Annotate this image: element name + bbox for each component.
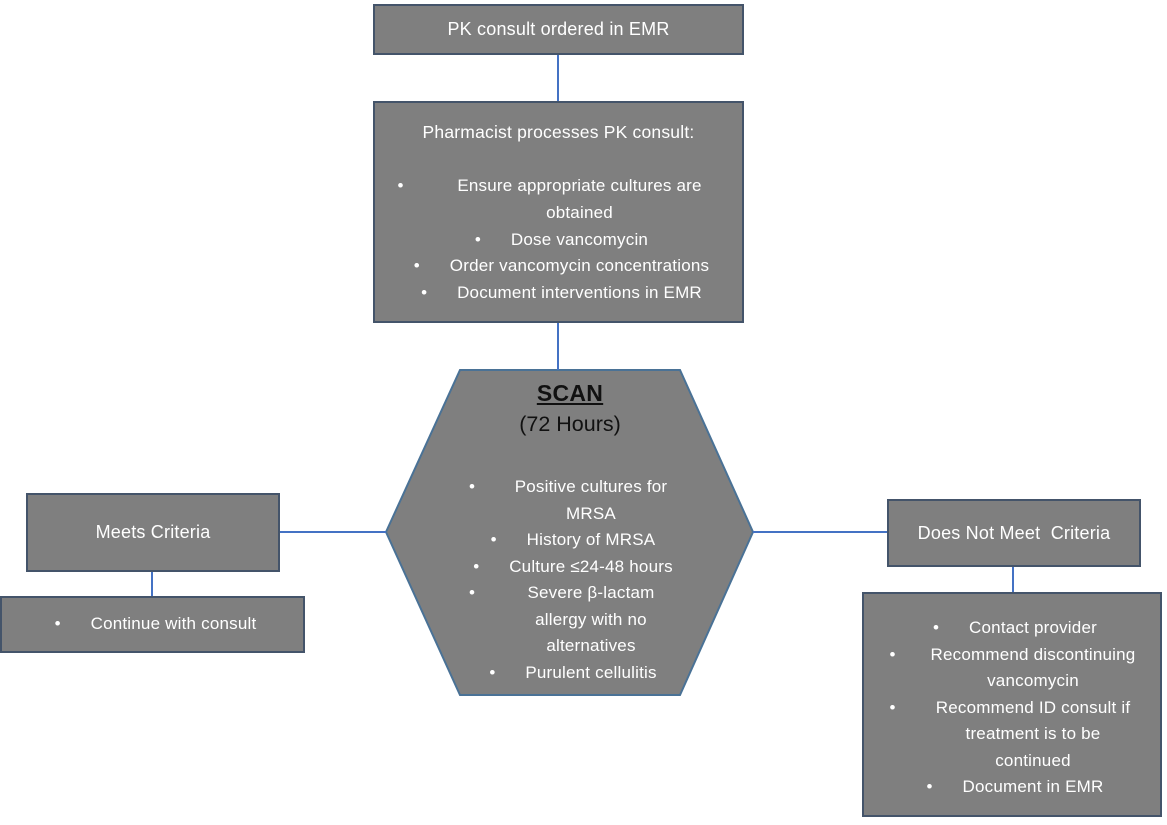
connector-hexagon-to-meets	[280, 531, 386, 533]
list-item: • Contact provider	[864, 615, 1160, 642]
start-box: PK consult ordered in EMR	[373, 4, 744, 55]
bullet-text: Severe β-lactam allergy with no alternat…	[527, 583, 655, 655]
list-item: • Continue with consult	[2, 611, 303, 638]
list-item: • Culture ≤24-48 hours	[444, 554, 696, 581]
bullet-icon: •	[413, 256, 420, 276]
bullet-icon: •	[421, 283, 428, 303]
process-box-title: Pharmacist processes PK consult:	[422, 122, 695, 142]
scan-subtitle: (72 Hours)	[519, 412, 621, 436]
bullet-text: Continue with consult	[90, 614, 257, 634]
bullet-text: Purulent cellulitis	[525, 662, 657, 682]
process-bullet-list: • Ensure appropriate cultures are obtain…	[375, 173, 742, 307]
bullet-text: Ensure appropriate cultures are obtained	[457, 176, 702, 222]
bullet-icon: •	[54, 614, 61, 634]
meets-criteria-label: Meets Criteria	[95, 522, 211, 542]
meets-criteria-box: Meets Criteria	[26, 493, 280, 572]
process-box: Pharmacist processes PK consult: • Ensur…	[373, 101, 744, 323]
connector-process-to-hexagon	[557, 323, 559, 370]
list-item: • History of MRSA	[444, 527, 696, 554]
list-item: • Recommend discontinuing vancomycin	[864, 642, 1160, 695]
bullet-text: Recommend discontinuing vancomycin	[930, 644, 1136, 691]
bullet-text: History of MRSA	[526, 530, 656, 549]
start-box-label: PK consult ordered in EMR	[447, 19, 670, 39]
list-item: • Severe β-lactam allergy with no altern…	[444, 580, 696, 660]
connector-hexagon-to-notmeet	[753, 531, 887, 533]
list-item: • Document in EMR	[864, 774, 1160, 801]
continue-bullet-list: • Continue with consult	[2, 611, 303, 638]
list-item: • Purulent cellulitis	[444, 660, 696, 687]
list-item: • Order vancomycin concentrations	[375, 253, 742, 280]
bullet-text: Document interventions in EMR	[457, 283, 702, 303]
list-item: • Recommend ID consult if treatment is t…	[864, 695, 1160, 775]
connector-notmeet-to-actions	[1012, 567, 1014, 592]
scan-title: SCAN	[536, 380, 604, 406]
actions-box: • Contact provider • Recommend discontin…	[862, 592, 1162, 817]
does-not-meet-criteria-box: Does Not Meet Criteria	[887, 499, 1141, 567]
scan-hexagon-content: SCAN (72 Hours) • Positive cultures for …	[444, 377, 696, 686]
actions-bullet-list: • Contact provider • Recommend discontin…	[864, 615, 1160, 801]
bullet-text: Order vancomycin concentrations	[449, 256, 710, 276]
bullet-icon: •	[469, 477, 476, 496]
list-item: • Positive cultures for MRSA	[444, 474, 696, 527]
bullet-icon: •	[926, 777, 933, 796]
bullet-icon: •	[469, 583, 476, 602]
bullet-text: Positive cultures for MRSA	[514, 477, 668, 523]
bullet-icon: •	[474, 229, 482, 249]
bullet-text: Contact provider	[969, 618, 1097, 637]
list-item: • Document interventions in EMR	[375, 280, 742, 307]
continue-box: • Continue with consult	[0, 596, 305, 653]
bullet-icon: •	[490, 530, 497, 549]
bullet-text: Culture ≤24-48 hours	[509, 556, 673, 576]
connector-meets-to-continue	[151, 572, 153, 596]
bullet-icon: •	[489, 662, 496, 682]
connector-start-to-process	[557, 55, 559, 101]
bullet-icon: •	[889, 697, 896, 717]
bullet-icon: •	[473, 556, 480, 576]
bullet-text: Dose vancomycin	[510, 229, 649, 249]
list-item: • Dose vancomycin	[375, 227, 742, 254]
bullet-icon: •	[933, 618, 940, 637]
does-not-meet-criteria-label: Does Not Meet Criteria	[917, 522, 1111, 543]
bullet-text: Recommend ID consult if treatment is to …	[935, 697, 1131, 770]
scan-bullet-list: • Positive cultures for MRSA • History o…	[444, 474, 696, 686]
bullet-icon: •	[397, 176, 404, 195]
bullet-text: Document in EMR	[962, 777, 1104, 796]
bullet-icon: •	[889, 644, 896, 664]
list-item: • Ensure appropriate cultures are obtain…	[375, 173, 742, 227]
